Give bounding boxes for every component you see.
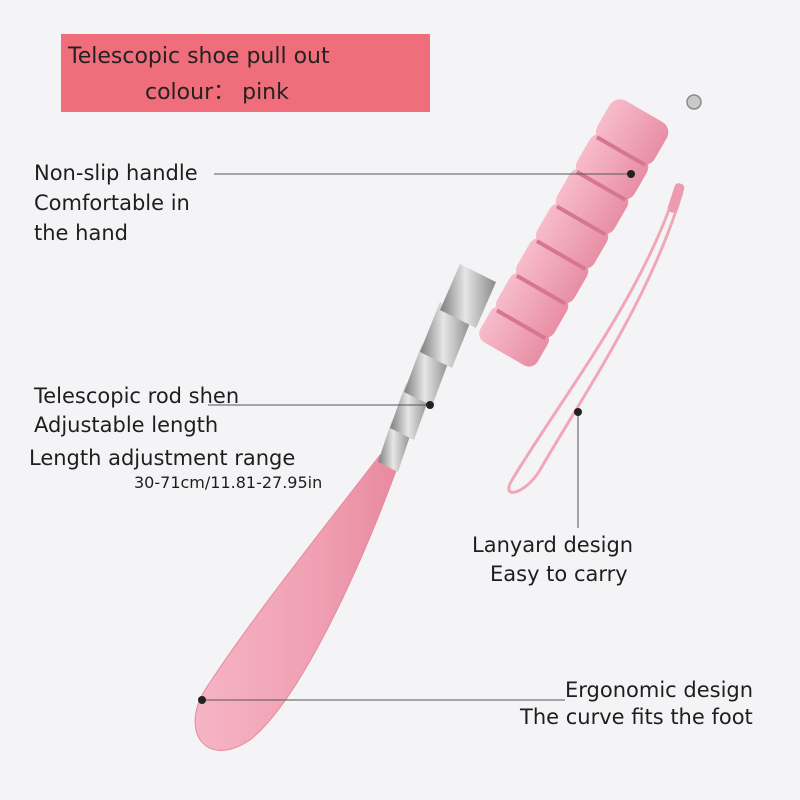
- lanyard-label-1: Lanyard design: [472, 533, 634, 557]
- handle-label-1: Non-slip handle: [34, 161, 198, 185]
- lanyard-loop: [507, 189, 684, 494]
- rod-range-label: 30-71cm/11.81-27.95in: [134, 473, 323, 492]
- shoe-horn-blade: [194, 454, 401, 751]
- foam-handle: [479, 99, 669, 367]
- title-banner: [61, 34, 430, 112]
- handle-label-2: Comfortable in: [34, 191, 190, 215]
- handle-label-3: the hand: [34, 221, 128, 245]
- ergonomic-label-2: The curve fits the foot: [520, 705, 753, 729]
- rod-label-2: Adjustable length: [34, 413, 219, 437]
- ergonomic-leader-dot: [198, 696, 206, 704]
- lanyard-leader-dot: [574, 408, 582, 416]
- lanyard-label-2: Easy to carry: [490, 562, 628, 586]
- handle-leader-dot: [627, 170, 635, 178]
- rod-leader-dot: [426, 401, 434, 409]
- telescopic-rod: [378, 264, 496, 472]
- product-title: Telescopic shoe pull out: [68, 44, 330, 69]
- ergonomic-label-1: Ergonomic design: [565, 678, 754, 702]
- handle-end-cap: [686, 94, 702, 110]
- lanyard-clip: [667, 183, 685, 213]
- product-colour: colour： pink: [145, 80, 289, 105]
- rod-label-3: Length adjustment range: [29, 446, 296, 470]
- rod-label-1: Telescopic rod shen: [34, 384, 240, 408]
